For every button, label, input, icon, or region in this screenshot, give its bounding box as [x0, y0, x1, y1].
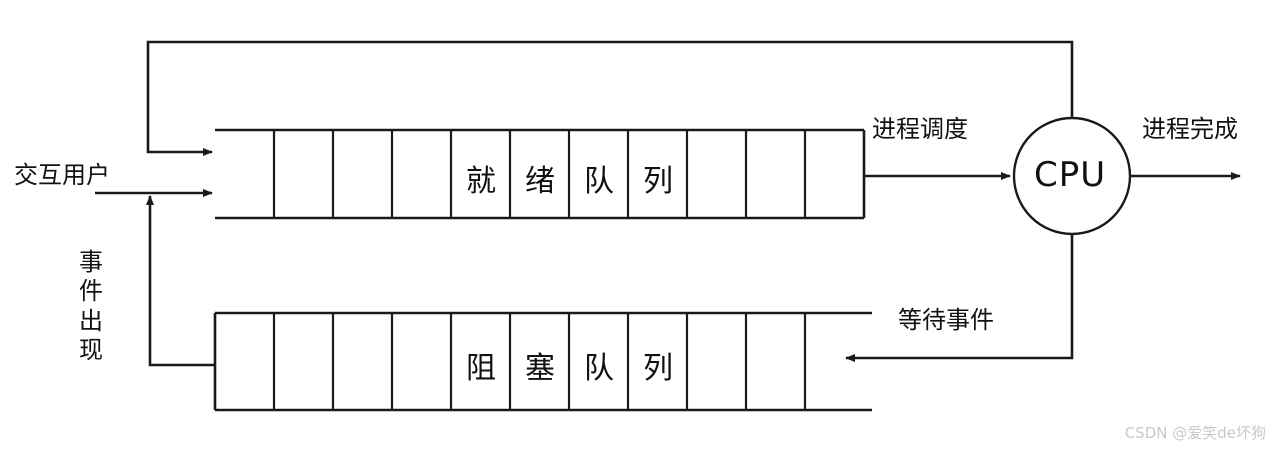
label-wait-event: 等待事件	[898, 306, 994, 334]
csdn-watermark: CSDN @爱笑de坏狗	[1124, 424, 1266, 442]
ready-queue-cell-char-0: 就	[466, 164, 496, 199]
ready-queue-cell-char-3: 列	[643, 164, 673, 199]
ready-queue-box	[215, 128, 866, 220]
ready-queue-cell-char-2: 队	[584, 164, 614, 199]
cpu-label: CPU	[1034, 155, 1107, 195]
blocked-queue-cell-char-3: 列	[643, 351, 673, 386]
edge-cpu-back-to-ready	[146, 40, 1074, 156]
blocked-queue-cell-char-1: 塞	[525, 351, 555, 386]
blocked-queue-cell-char-2: 队	[584, 351, 614, 386]
label-interactive-user: 交互用户	[14, 161, 110, 189]
label-process-scheduling: 进程调度	[872, 115, 968, 143]
label-event-occurs: 事件出现	[79, 248, 103, 364]
ready-queue-cell-char-1: 绪	[525, 164, 555, 199]
edge-blocked-to-ready	[146, 195, 215, 367]
label-process-complete: 进程完成	[1142, 115, 1238, 143]
edge-cpu-to-blocked	[845, 234, 1074, 362]
blocked-queue-cell-char-0: 阻	[466, 351, 496, 386]
blocked-queue-box	[213, 311, 872, 412]
